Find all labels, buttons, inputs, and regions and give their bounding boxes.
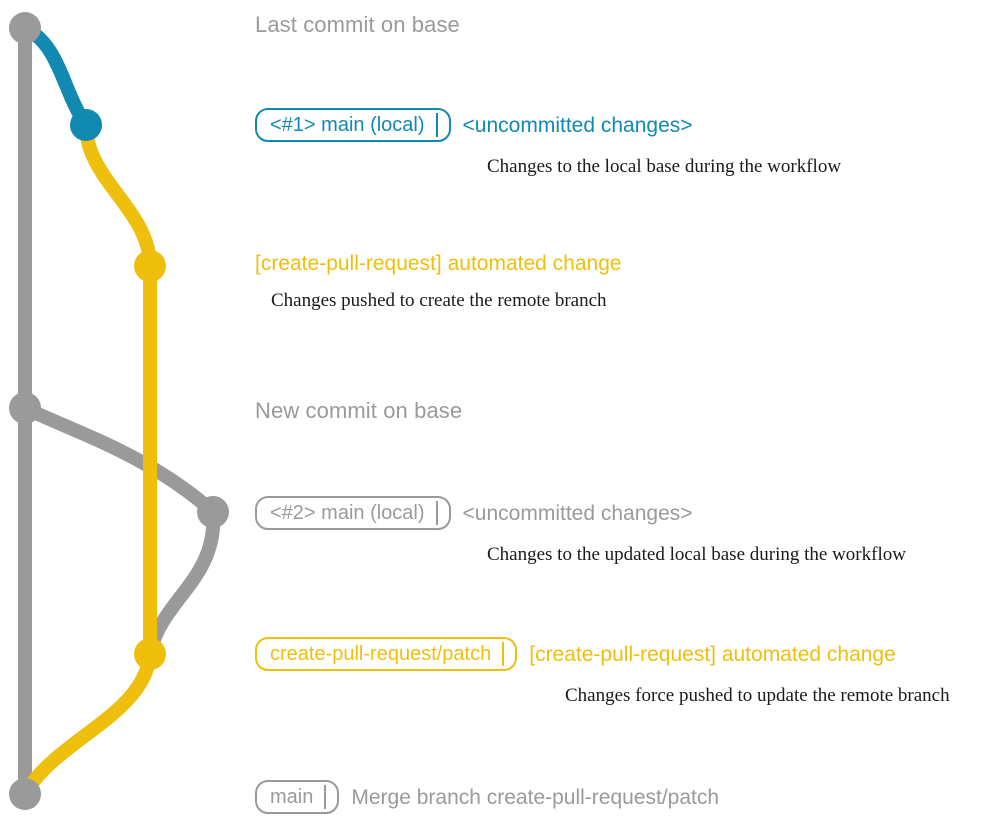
commit-description-remote-2: Changes force pushed to update the remot… bbox=[565, 685, 950, 706]
row-line: main Merge branch create-pull-request/pa… bbox=[255, 780, 719, 814]
edge-base-to-local2 bbox=[18, 401, 220, 519]
commit-node-remote-2 bbox=[134, 638, 166, 670]
row-line: [create-pull-request] automated change bbox=[255, 253, 622, 274]
commit-description-remote-1: Changes pushed to create the remote bran… bbox=[271, 290, 607, 311]
commit-description-local-2: Changes to the updated local base during… bbox=[487, 544, 906, 565]
row-remote-push-1: [create-pull-request] automated change C… bbox=[255, 253, 622, 310]
row-last-commit-on-base: Last commit on base bbox=[255, 12, 460, 38]
row-remote-push-2: create-pull-request/patch [create-pull-r… bbox=[255, 637, 950, 705]
heading-new-commit-on-base: New commit on base bbox=[255, 398, 463, 423]
ref-pill-main-local-1[interactable]: <#1> main (local) bbox=[255, 108, 451, 142]
row-new-commit-on-base: New commit on base bbox=[255, 398, 462, 424]
commit-subject-merge: Merge branch create-pull-request/patch bbox=[351, 785, 720, 809]
heading-last-commit-on-base: Last commit on base bbox=[255, 12, 460, 37]
row-line: create-pull-request/patch [create-pull-r… bbox=[255, 637, 896, 671]
commit-subject-remote-1: [create-pull-request] automated change bbox=[255, 252, 622, 275]
row-line: <#1> main (local) <uncommitted changes> bbox=[255, 108, 693, 142]
commit-node-remote-1 bbox=[134, 250, 166, 282]
ref-pill-create-pull-request-patch[interactable]: create-pull-request/patch bbox=[255, 637, 518, 671]
commit-subject-local-1: <uncommitted changes> bbox=[462, 113, 693, 137]
row-line: <#2> main (local) <uncommitted changes> bbox=[255, 496, 693, 530]
row-local-commit-1: <#1> main (local) <uncommitted changes> … bbox=[255, 108, 841, 176]
row-local-commit-2: <#2> main (local) <uncommitted changes> … bbox=[255, 496, 906, 564]
edge-local2-to-remote2 bbox=[143, 505, 221, 661]
commit-subject-local-2: <uncommitted changes> bbox=[462, 501, 693, 525]
commit-node-local-1 bbox=[70, 109, 102, 141]
git-graph bbox=[9, 12, 229, 810]
commit-description-local-1: Changes to the local base during the wor… bbox=[487, 156, 842, 177]
commit-node-local-2 bbox=[197, 496, 229, 528]
commit-node-merge bbox=[9, 778, 41, 810]
row-line: New commit on base bbox=[255, 398, 462, 424]
edge-base-to-local1 bbox=[18, 21, 93, 132]
ref-pill-main[interactable]: main bbox=[255, 780, 340, 814]
edge-local1-to-remote1 bbox=[79, 118, 157, 273]
row-merge-commit: main Merge branch create-pull-request/pa… bbox=[255, 780, 719, 814]
commit-subject-remote-2: [create-pull-request] automated change bbox=[529, 642, 896, 666]
commit-node-base-head bbox=[9, 12, 41, 44]
row-line: Last commit on base bbox=[255, 12, 460, 38]
commit-node-base-new bbox=[9, 392, 41, 424]
edge-remote2-to-merge bbox=[18, 647, 157, 801]
ref-pill-main-local-2[interactable]: <#2> main (local) bbox=[255, 496, 451, 530]
